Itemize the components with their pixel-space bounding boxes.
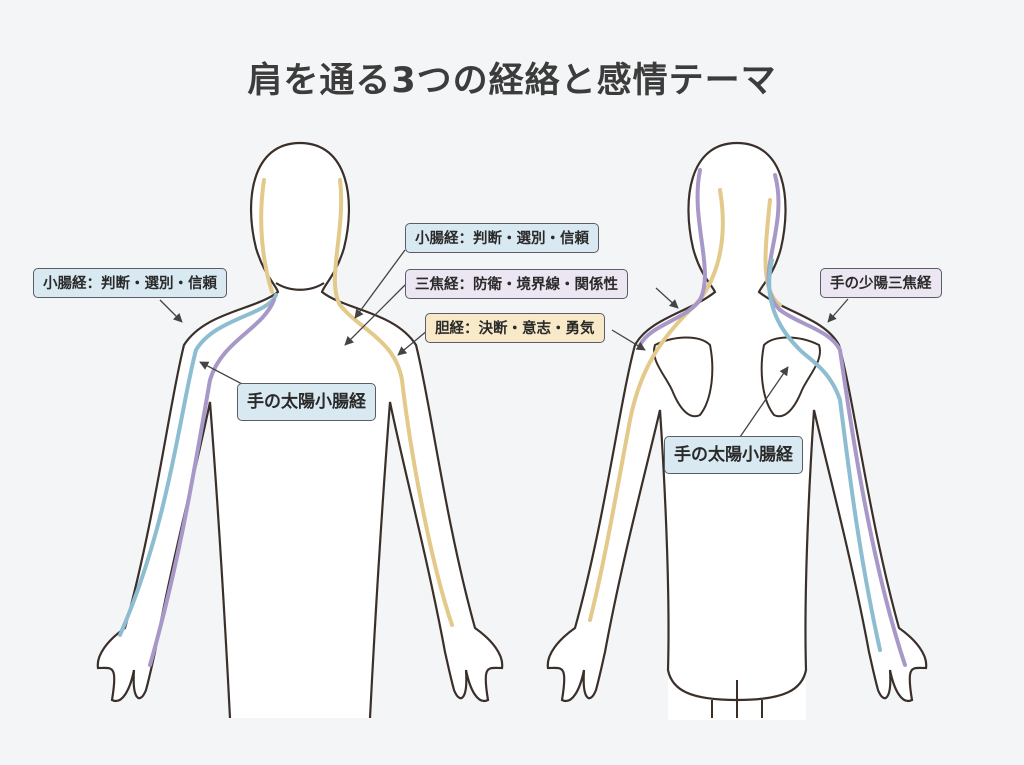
front-meridians: [118, 178, 454, 667]
pointer-arrows: [159, 249, 849, 438]
front-gallbladder-line-right: [332, 178, 454, 627]
back-meridians: [588, 168, 907, 667]
front-top-small-intestine-theme-label: 小腸経：判断・選別・信頼: [405, 223, 599, 253]
front-small-intestine-theme-label: 小腸経：判断・選別・信頼: [33, 268, 227, 298]
left-scapula: [653, 336, 714, 418]
back-triple-burner-line-right: [766, 173, 907, 667]
front-triple-burner-line: [148, 298, 276, 667]
front-gallbladder-line-left: [259, 178, 274, 294]
back-small-intestine-meridian-label: 手の太陽小腸経: [664, 436, 803, 474]
back-gallbladder-line-left: [588, 188, 725, 622]
front-small-intestine-line: [118, 293, 278, 637]
front-body: [96, 141, 504, 720]
back-small-intestine-line: [767, 258, 882, 652]
back-body: [546, 141, 928, 720]
front-small-intestine-meridian-label: 手の太陽小腸経: [237, 383, 376, 421]
gallbladder-theme-label: 胆経：決断・意志・勇気: [425, 313, 605, 343]
triple-burner-theme-label: 三焦経：防衛・境界線・関係性: [405, 269, 628, 299]
diagram-title: 肩を通る3つの経絡と感情テーマ: [247, 61, 777, 101]
back-triple-burner-line-left: [638, 168, 707, 347]
right-scapula: [760, 336, 821, 418]
back-triple-burner-meridian-label: 手の少陽三焦経: [820, 268, 942, 298]
